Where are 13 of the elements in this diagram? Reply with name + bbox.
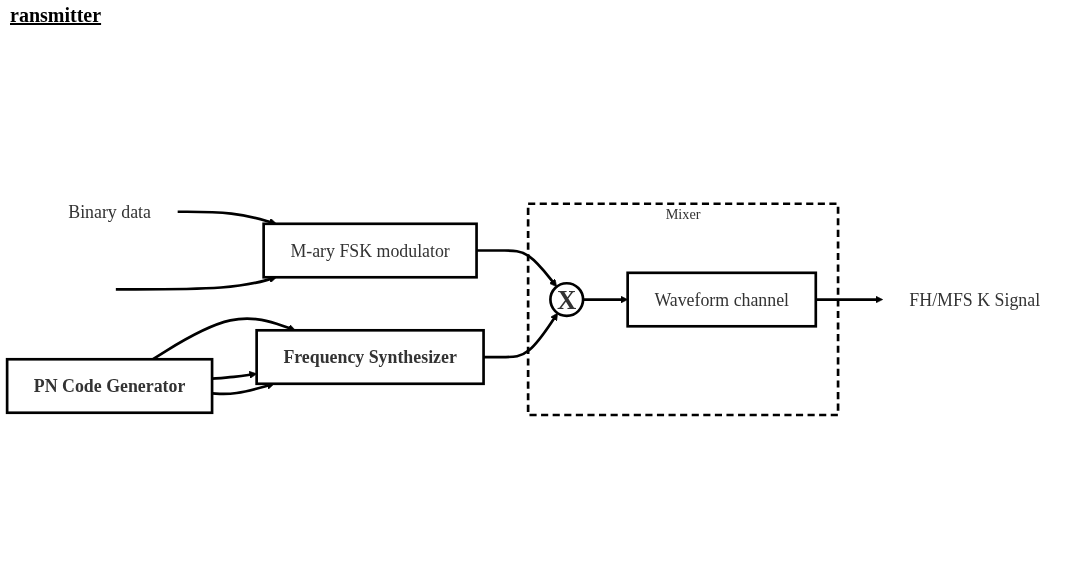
arrow	[476, 249, 557, 288]
node-box: M-ary FSK modulator	[262, 222, 478, 279]
node-text: FH/MFS K Signal	[909, 289, 1041, 310]
node-box: Waveform channel	[626, 271, 818, 328]
node-text: Binary data	[68, 201, 151, 222]
title: ransmitter	[10, 4, 102, 27]
arrow	[583, 295, 628, 304]
node-box: Frequency Synthesizer	[255, 328, 485, 386]
arrow	[483, 312, 558, 359]
arrow	[212, 370, 257, 381]
node-box: PN Code Generator	[5, 357, 214, 415]
node-circle: X	[549, 281, 585, 318]
arrow	[815, 295, 883, 304]
